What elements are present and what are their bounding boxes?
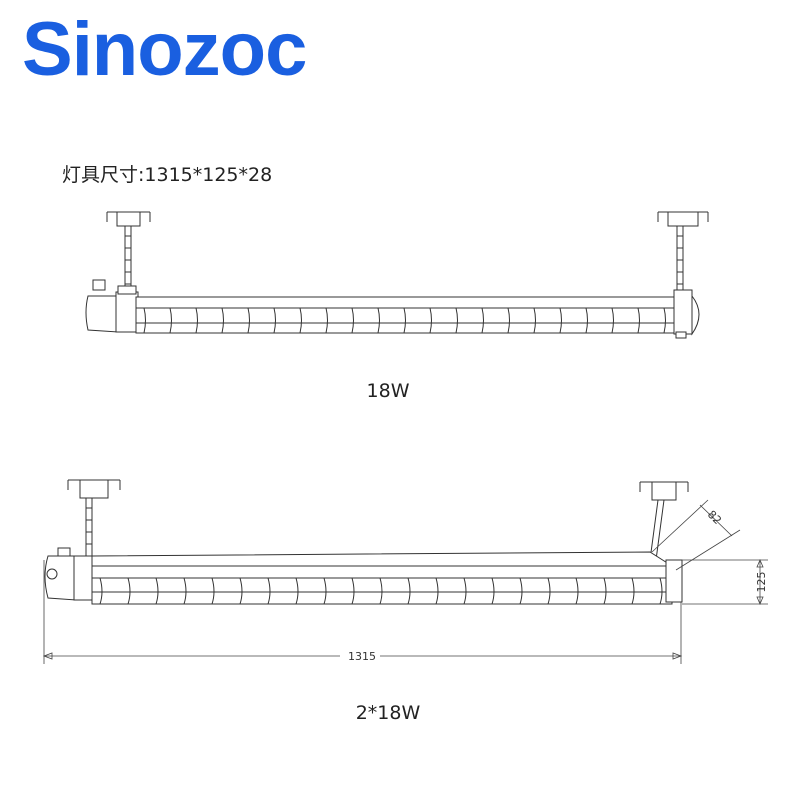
fixture-size-spec: 灯具尺寸:1315*125*28 [62,164,273,186]
end-cap-right [673,289,700,339]
dimension-length [42,560,683,664]
fixture-body [135,296,677,334]
hanger-bracket-left [106,211,151,293]
fixture-double-drawing: 1315 125 82 [42,479,768,664]
brand-logo: Sinozoc [22,7,307,92]
dimension-length-label: 1315 [348,650,376,663]
caption-18w: 18W [366,380,410,402]
junction-box [85,279,139,333]
hanger-bracket-right [639,481,689,561]
dimension-height-label: 125 [755,572,768,593]
hanger-bracket-right [657,211,709,293]
caption-2x18w: 2*18W [355,702,421,724]
dimension-height [682,558,768,606]
hanger-bracket-left [67,479,121,561]
fixture-single-drawing [85,211,709,339]
fixture-body [91,551,683,605]
dimension-depth [651,499,741,571]
dimension-depth-label: 82 [705,508,724,527]
junction-box [44,547,95,601]
